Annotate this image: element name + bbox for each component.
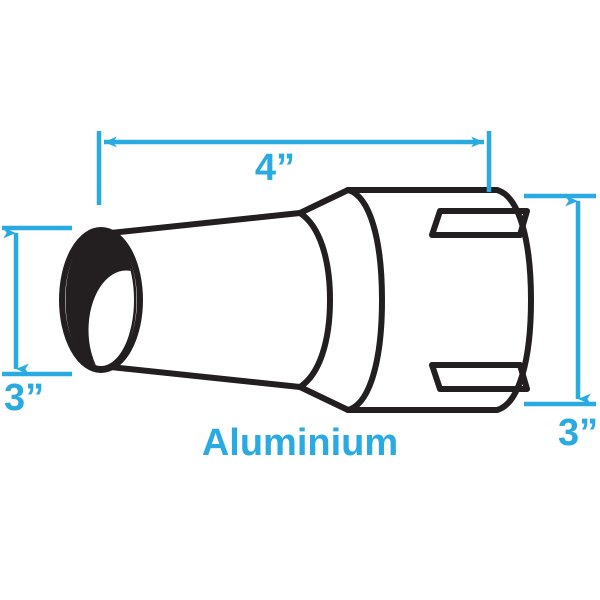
bore-shading — [68, 234, 134, 366]
dimension-length — [96, 131, 492, 205]
expansion-slots — [429, 208, 530, 392]
flare-rear-rim — [297, 210, 333, 390]
flare-top-slope — [297, 187, 351, 216]
right-end-cap — [494, 187, 534, 413]
length-dimension-label: 4” — [255, 147, 295, 189]
body-rear-rim — [345, 187, 385, 413]
tube-bottom-edge — [98, 363, 303, 390]
material-label: Aluminium — [202, 422, 398, 464]
right-diameter-dimension-label: 3” — [558, 412, 598, 454]
tube-outer-rim — [59, 227, 143, 373]
left-diameter-dimension-label: 3” — [4, 377, 44, 419]
dimension-left-diameter — [2, 225, 72, 377]
dimension-right-diameter — [524, 193, 596, 407]
flare-bottom-slope — [297, 384, 351, 413]
tube-top-edge — [98, 210, 303, 237]
expansion-slot-lower — [429, 362, 530, 392]
expansion-slot-upper — [429, 208, 530, 238]
